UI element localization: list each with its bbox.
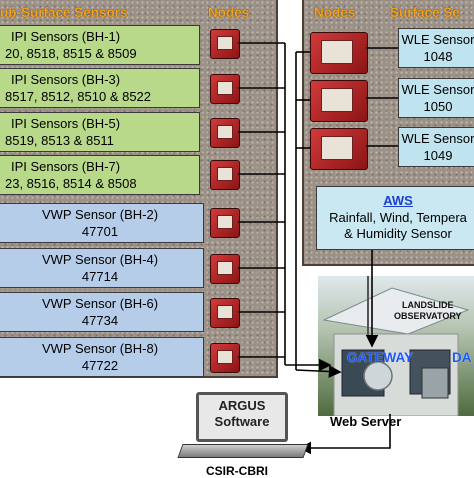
wle-sensor-id: 1048 [423,48,453,64]
data-logger-label: DA [452,350,472,365]
node-ipi-bh3 [210,74,240,104]
ipi-sensor-ids: 23, 8516, 8514 & 8508 [5,175,137,191]
node-vwp-bh8 [210,343,240,373]
web-server-label: Web Server [330,414,402,429]
node-wle-1049 [310,128,368,170]
vwp-sensor-name: VWP Sensor (BH-6) [41,296,159,311]
node-ipi-bh1 [210,29,240,59]
vwp-sensor-name: VWP Sensor (BH-8) [41,341,159,356]
argus-label: ARGUS [218,398,266,413]
ipi-sensor-ids: 8519, 8513 & 8511 [5,132,114,148]
wle-sensor-name: WLE Sensor [401,82,474,97]
computer-base [177,444,309,458]
aws-box: AWS Rainfall, Wind, Tempera & Humidity S… [316,186,474,250]
observatory-sign: LANDSLIDE OBSERVATORY [394,300,462,321]
ipi-sensor-bh5: IPI Sensors (BH-5) 8519, 8513 & 8511 [0,112,200,152]
vwp-sensor-name: VWP Sensor (BH-4) [41,252,159,267]
node-vwp-bh4 [210,254,240,284]
ipi-sensor-bh1: IPI Sensors (BH-1) 20, 8518, 8515 & 8509 [0,25,200,65]
wle-sensor-name: WLE Sensor [401,131,474,146]
subsurface-sensors-title: ub-Surface Sensors [0,5,128,20]
ipi-sensor-name: IPI Sensors (BH-7) [11,159,121,174]
aws-sensors-line1: Rainfall, Wind, Tempera [329,209,467,225]
node-ipi-bh7 [210,160,240,190]
vwp-sensor-bh2: VWP Sensor (BH-2) 47701 [0,203,204,243]
node-vwp-bh2 [210,208,240,238]
wle-sensor-1048: WLE Sensor 1048 [398,28,474,68]
wle-sensor-id: 1050 [423,98,453,114]
node-wle-1048 [310,32,368,74]
computer-caption: CSIR-CBRI [206,464,268,478]
node-ipi-bh5 [210,118,240,148]
vwp-sensor-bh4: VWP Sensor (BH-4) 47714 [0,248,204,288]
left-nodes-title: Nodes [208,5,250,20]
observatory-photo [318,276,474,416]
aws-sensors-line2: & Humidity Sensor [344,226,452,241]
wle-sensor-id: 1049 [423,147,453,163]
vwp-sensor-id: 47701 [81,223,119,239]
ipi-sensor-bh7: IPI Sensors (BH-7) 23, 8516, 8514 & 8508 [0,155,200,195]
computer-screen [196,392,288,442]
vwp-sensor-bh6: VWP Sensor (BH-6) 47734 [0,292,204,332]
vwp-sensor-id: 47714 [81,268,119,284]
ipi-sensor-name: IPI Sensors (BH-1) [11,29,121,44]
vwp-sensor-name: VWP Sensor (BH-2) [41,207,159,222]
ipi-sensor-name: IPI Sensors (BH-3) [11,72,121,87]
argus-software-label: Software [214,414,270,429]
vwp-sensor-bh8: VWP Sensor (BH-8) 47722 [0,337,204,377]
ipi-sensor-ids: 8517, 8512, 8510 & 8522 [5,88,152,104]
wle-sensor-1049: WLE Sensor 1049 [398,127,474,167]
gateway-label: GATEWAY [347,350,414,365]
wle-sensor-1050: WLE Sensor 1050 [398,78,474,118]
vwp-sensor-id: 47722 [81,357,119,373]
observatory-illustration [322,276,470,416]
surface-sensors-title: Surface Se [390,5,460,20]
vwp-sensor-id: 47734 [81,312,119,328]
computer-icon [177,392,309,464]
ipi-sensor-ids: 20, 8518, 8515 & 8509 [5,45,137,61]
node-wle-1050 [310,80,368,122]
ipi-sensor-name: IPI Sensors (BH-5) [11,116,121,131]
right-nodes-title: Nodes [314,5,356,20]
wle-sensor-name: WLE Sensor [401,32,474,47]
ipi-sensor-bh3: IPI Sensors (BH-3) 8517, 8512, 8510 & 85… [0,68,200,108]
aws-title: AWS [383,193,413,208]
node-vwp-bh6 [210,298,240,328]
